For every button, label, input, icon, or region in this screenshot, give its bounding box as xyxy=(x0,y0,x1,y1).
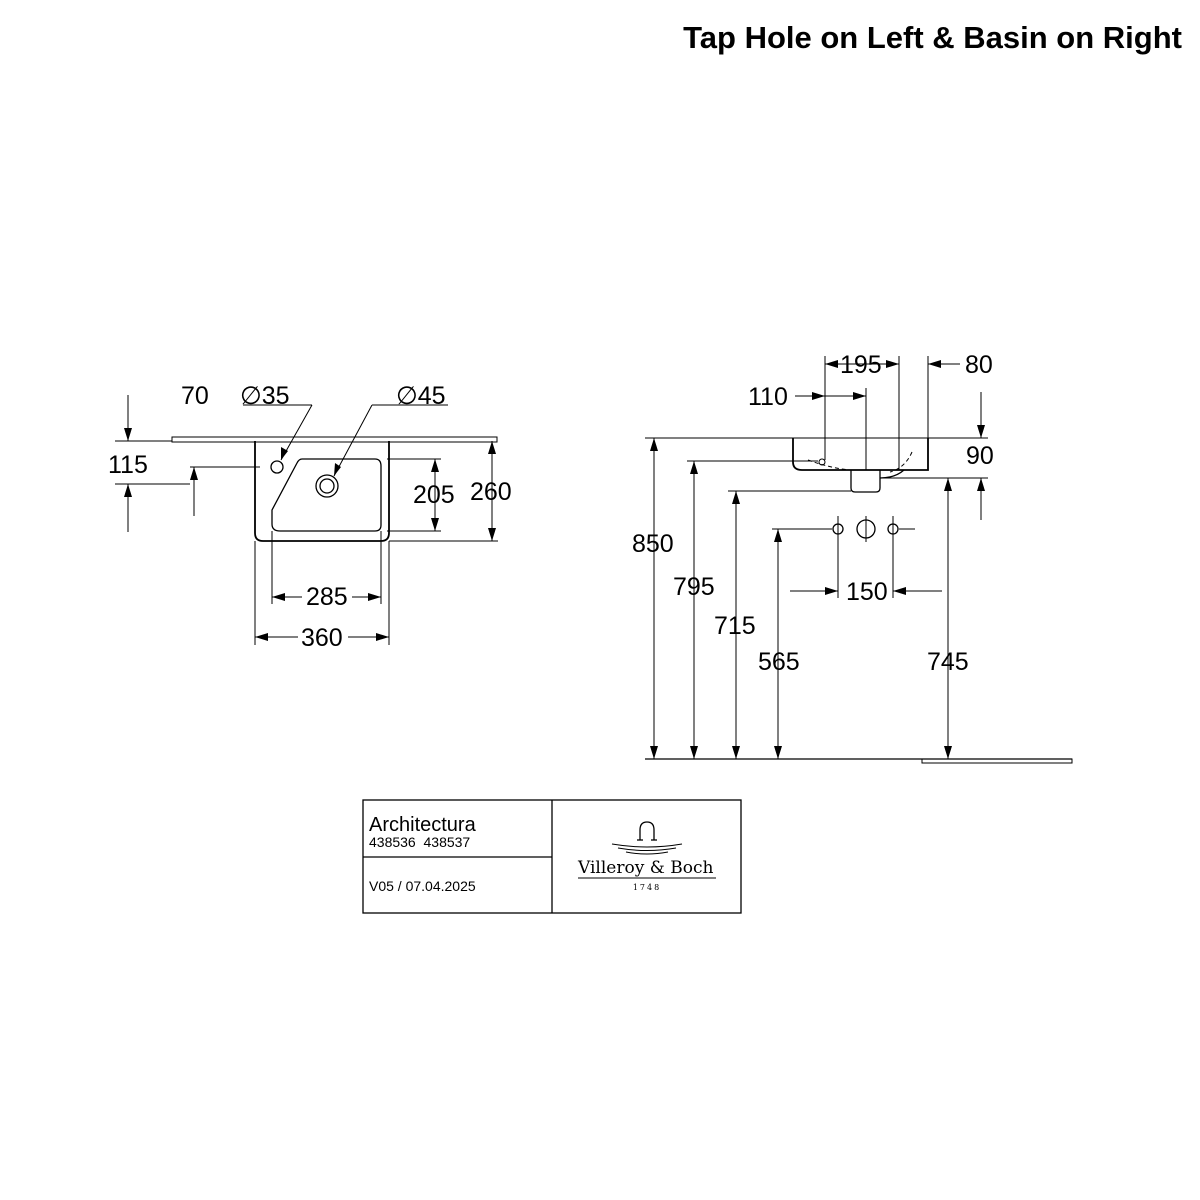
dim-715: 715 xyxy=(714,612,756,640)
brand-year: 1748 xyxy=(633,883,661,892)
dim-80: 80 xyxy=(965,351,993,379)
series-name: Architectura xyxy=(369,814,477,836)
dim-260: 260 xyxy=(470,478,512,506)
waste-outlet-inner xyxy=(319,478,335,494)
brand-logo: Villeroy & Boch 1748 xyxy=(577,821,716,892)
dim-745: 745 xyxy=(927,648,969,676)
bowl-outline xyxy=(271,458,382,532)
dim-90: 90 xyxy=(966,442,994,470)
dim-795: 795 xyxy=(673,573,715,601)
dim-360: 360 xyxy=(301,624,343,652)
dim-565: 565 xyxy=(758,648,800,676)
dim-150: 150 xyxy=(846,578,888,606)
dim-205: 205 xyxy=(413,481,455,509)
dim-waste-diameter: ∅45 xyxy=(396,382,446,410)
floor-strip xyxy=(921,758,1073,764)
plan-view: 70 115 ∅35 ∅45 205 260 285 xyxy=(108,382,512,652)
basin-profile xyxy=(792,438,929,471)
waste-trap xyxy=(850,470,881,493)
drawing-title: Tap Hole on Left & Basin on Right xyxy=(683,20,1182,55)
basin-outline xyxy=(254,441,390,542)
dim-850: 850 xyxy=(632,530,674,558)
version-date: V05 / 07.04.2025 xyxy=(369,878,476,894)
article-numbers: 438536 438537 xyxy=(369,834,470,850)
tap-hole xyxy=(270,460,284,474)
dim-70: 70 xyxy=(181,382,209,410)
dim-tap-hole-diameter: ∅35 xyxy=(240,382,290,410)
side-view: 195 80 110 90 850 795 715 xyxy=(632,351,1073,764)
waste-outlet-outer xyxy=(315,474,339,498)
dim-110: 110 xyxy=(748,383,788,411)
dim-195: 195 xyxy=(840,351,882,379)
dim-285: 285 xyxy=(306,583,348,611)
title-block: Architectura 438536 438537 V05 / 07.04.2… xyxy=(362,799,742,914)
dim-115: 115 xyxy=(108,451,148,479)
wall-strip xyxy=(171,436,498,443)
brand-name: Villeroy & Boch xyxy=(577,858,714,878)
